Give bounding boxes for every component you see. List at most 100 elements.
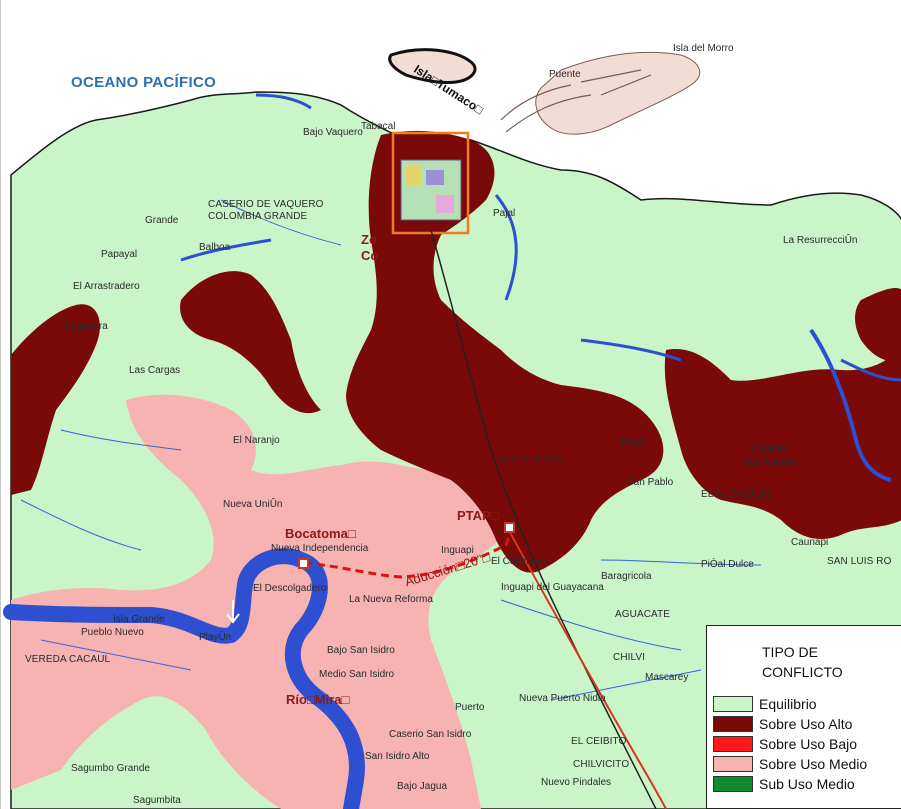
legend-swatch-sobre-uso-alto [713,716,753,732]
place-la-resurreccion: La ResurrecciÛn [783,235,858,246]
place-el-arrastradero: El Arrastradero [73,281,140,292]
sobre-uso-alto-west [11,304,100,495]
river-east [809,328,892,482]
streams [20,199,762,701]
place-colombia-grande: COLOMBIA GRANDE [208,211,308,222]
place-san-isidro-alto: San Isidro Alto [365,751,430,762]
sobre-uso-medio-zone [11,394,510,809]
bridge-lines [500,69,652,133]
place-san-pablo: San Pablo [627,477,674,488]
place-agua-clara: AGUA CLARA [499,454,564,465]
place-vereda-cacaul: VEREDA CACAUL [25,654,111,665]
legend-item-sobre-uso-bajo: Sobre Uso Bajo [713,735,857,753]
place-el-descolgadero: El Descolgadero [253,583,327,594]
legend-title-line1: TIPO DE [762,644,819,660]
place-bajo-vaquero: Bajo Vaquero [303,127,363,138]
legend-label-equilibrio: Equilibrio [759,696,817,712]
legend-swatch-equilibrio [713,696,753,712]
legend-item-sobre-uso-medio: Sobre Uso Medio [713,755,867,773]
urban-patch-c [436,195,454,213]
place-medio-san-isidro: Medio San Isidro [319,669,395,680]
place-inguapi-guayacana: Inguapi del Guayacana [501,582,604,593]
place-lagartera: Lagartera [65,321,108,332]
legend-label-sobre-uso-medio: Sobre Uso Medio [759,756,868,772]
place-el-ceibito: EL CEIBITO [571,736,627,747]
zoom-box [391,131,470,235]
place-caserio-san-isidro: Caserio San Isidro [389,729,472,740]
place-grande: Grande [145,215,179,226]
bocatoma-marker [298,558,309,569]
river-north-1 [180,93,901,382]
place-pajal: Pajal [493,208,516,219]
place-chapilar: Chapilar [751,443,789,454]
place-bajo-san-isidro: Bajo San Isidro [327,645,395,656]
place-al-salado: EL AL SALADO [701,489,772,500]
place-nuevo-pindales: Nuevo Pindales [541,777,612,788]
place-puerto: Puerto [455,702,485,713]
pipeline-road [505,524,667,809]
ptap-marker [504,522,515,533]
sobre-uso-alto-northeast [855,288,901,362]
legend-title-line2: CONFLICTO [762,664,843,680]
legend: TIPO DE CONFLICTO Equilibrio Sobre Uso A… [706,625,901,809]
place-playon: PlayÛn [199,632,232,643]
place-baragricola: Baragricola [601,571,652,582]
place-sagumbo-grande: Sagumbo Grande [71,763,150,774]
place-nueva-union: Nueva UniÛn [223,499,283,510]
urban-patch-b [426,170,444,185]
place-chilvicito: CHILVICITO [573,759,630,770]
legend-item-equilibrio: Equilibrio [713,695,817,713]
label-rio-mira: Río□Mira□ [286,692,350,707]
label-bocatoma: Bocatoma□ [285,526,356,541]
place-tabacal: Tabacal [361,121,396,132]
isla-tumaco-outline [388,48,477,84]
place-caserio-vaquero: CASERIO DE VAQUERO [208,199,324,210]
place-puente: Puente [549,69,581,80]
place-el-naranjo: El Naranjo [233,435,280,446]
place-aguacate: AGUACATE [615,609,671,620]
place-isla-grande: Isla Grande [113,614,165,625]
place-la-nueva-reforma: La Nueva Reforma [349,594,433,605]
place-chilvi: CHILVI [613,652,646,663]
place-nueva-puerto-nidia: Nueva Puerto Nidia [519,693,606,704]
aduccion-line [303,529,513,579]
place-pinal-dulce: PiÒal Dulce [701,559,754,570]
place-caunapi: Caunapi [791,537,829,548]
legend-title: TIPO DE CONFLICTO [762,642,843,682]
isla-del-morro [535,51,701,135]
place-pindo: Pindo [621,437,647,448]
legend-swatch-sobre-uso-medio [713,756,753,772]
flow-arrow [226,600,240,624]
place-san-antonio: San Antonio [743,457,797,468]
ocean-label: OCEANO PACÍFICO [71,74,217,91]
place-isla-del-morro: Isla del Morro [673,43,734,54]
legend-swatch-sobre-uso-bajo [713,736,753,752]
sobre-uso-alto-northwest [180,271,321,414]
rio-mira [3,548,365,809]
place-bajo-jagua: Bajo Jagua [397,781,448,792]
legend-item-sobre-uso-alto: Sobre Uso Alto [713,715,852,733]
label-ptap: PTAP□ [457,508,499,523]
place-pueblo-nuevo: Pueblo Nuevo [81,627,144,638]
label-zona: Zo [361,232,377,247]
legend-swatch-sub-uso-medio [713,776,753,792]
place-mascarey: Mascarey [645,672,689,683]
place-san-luis-robles: SAN LUIS RO [827,556,892,567]
place-sagumbita: Sagumbita [133,795,181,806]
place-inguapi: Inguapi [441,545,474,556]
place-balboa: Balboa [199,242,231,253]
main-road [430,229,657,809]
urban-patch-a [406,165,421,185]
legend-item-sub-uso-medio: Sub Uso Medio [713,775,855,793]
place-las-cargas: Las Cargas [129,365,181,376]
legend-label-sobre-uso-alto: Sobre Uso Alto [759,716,853,732]
place-nueva-independencia: Nueva Independencia [271,543,369,554]
sobre-uso-alto-central [346,130,664,573]
legend-label-sobre-uso-bajo: Sobre Uso Bajo [759,736,858,752]
place-el-chirimoyo: El Chirimoyo [491,556,548,567]
legend-label-sub-uso-medio: Sub Uso Medio [759,776,855,792]
label-co: Co [361,248,379,263]
place-papayal: Papayal [101,249,138,260]
